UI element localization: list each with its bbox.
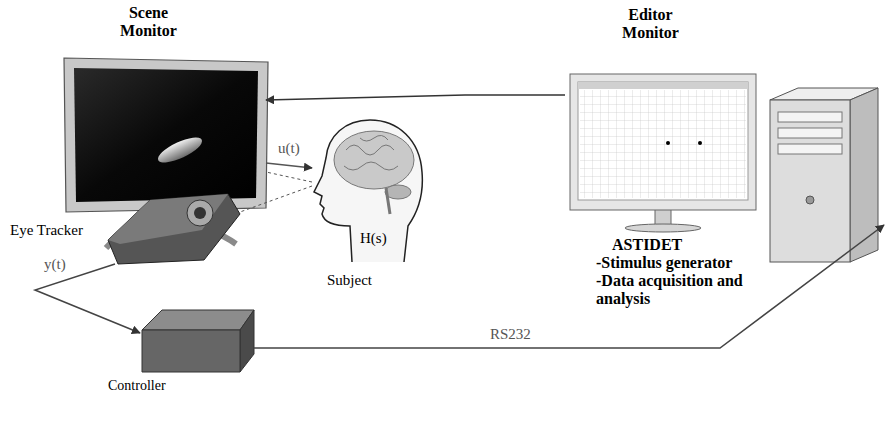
brain	[334, 131, 414, 189]
monitor-bezel	[64, 58, 268, 212]
controller-illustration	[142, 310, 254, 372]
brain-stem	[386, 188, 390, 214]
monitor-screen	[74, 68, 258, 202]
eye-tracker-illustration	[108, 194, 240, 264]
gaze-line	[240, 186, 312, 212]
signal-label: RS232	[488, 326, 533, 343]
stimulus-signal	[266, 163, 312, 168]
editor-computer-illustration	[570, 74, 878, 262]
brain-fold	[360, 135, 388, 141]
eye-signal	[35, 264, 140, 333]
drive-bay	[778, 112, 842, 122]
stimulus-target	[155, 133, 205, 168]
feature-item: -Stimulus generator	[596, 254, 732, 272]
feature-item: -Data acquisition and analysis	[596, 272, 771, 309]
transfer-function: H(s)	[360, 230, 387, 247]
scene-monitor-illustration	[64, 58, 268, 248]
node-label: Controller	[108, 378, 166, 394]
controller-box: Controller	[140, 308, 254, 374]
node-title: Editor Monitor	[613, 6, 688, 43]
drive-bay	[778, 128, 842, 138]
stimulus-link	[266, 95, 565, 100]
eye-tracker: Eye Tracker	[100, 192, 240, 264]
subject-head: H(s) Subject	[312, 118, 424, 290]
node-label: Subject	[327, 272, 372, 289]
tracker-body	[108, 194, 240, 264]
scene-monitor: Scene Monitor	[66, 60, 266, 210]
signal-label: y(t)	[42, 256, 68, 273]
monitor-leg	[106, 222, 154, 248]
brain-fold	[344, 162, 398, 170]
subject-illustration	[314, 120, 422, 262]
stimulus-point	[698, 141, 702, 145]
head-outline	[314, 120, 422, 262]
tracker-lens-center	[194, 207, 206, 219]
stimulus-point	[666, 141, 670, 145]
tower-top	[770, 88, 878, 100]
drive-bay	[778, 144, 842, 154]
editor-monitor-base	[625, 224, 701, 232]
brain-fold	[346, 145, 394, 155]
cerebellum	[385, 185, 411, 199]
tracker-lens	[187, 200, 213, 226]
editor-monitor-neck	[655, 209, 671, 225]
tracker-top	[108, 194, 228, 244]
serial-link	[254, 225, 884, 348]
power-button	[806, 196, 814, 204]
tower-side	[850, 88, 878, 262]
controller-front	[142, 330, 240, 372]
editor-monitor-bezel	[570, 74, 756, 210]
monitor-neck	[150, 208, 180, 226]
editor-monitor-screen	[578, 82, 748, 200]
editor-window-bar	[578, 82, 748, 89]
signal-label: u(t)	[276, 140, 302, 157]
controller-side	[240, 310, 254, 372]
tower-front	[770, 100, 850, 262]
software-name: ASTIDET	[612, 236, 682, 254]
gaze-line	[266, 172, 312, 182]
editor-grid	[580, 90, 746, 198]
monitor-leg	[176, 222, 236, 244]
editor-computer: Editor MonitorASTIDET-Stimulus generator…	[565, 70, 884, 315]
controller-top	[142, 310, 254, 330]
node-title: Scene Monitor	[111, 4, 186, 41]
node-label: Eye Tracker	[10, 222, 83, 239]
